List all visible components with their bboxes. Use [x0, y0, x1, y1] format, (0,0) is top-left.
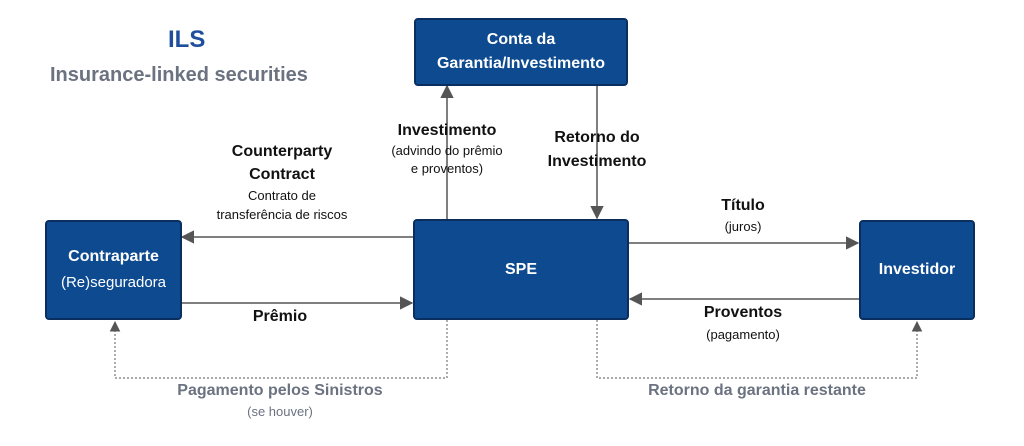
label-investimento-detail1: (advindo do prêmio: [391, 143, 503, 158]
node-investidor-label: Investidor: [878, 261, 956, 278]
label-titulo-title: Título: [721, 197, 765, 214]
arrow-retorno-garantia: [596, 320, 923, 379]
node-spe: SPE: [413, 219, 629, 320]
label-pagamento-detail: (se houver): [247, 404, 313, 419]
node-contraparte-line2: (Re)seguradora: [60, 274, 167, 291]
label-proventos-title: Proventos: [703, 304, 783, 321]
node-conta-line1: Conta da: [486, 31, 556, 48]
label-investimento-title: Investimento: [397, 122, 497, 139]
label-proventos-detail: (pagamento): [706, 327, 780, 342]
label-retorno-line2: Investimento: [547, 153, 647, 170]
node-conta-garantia: Conta da Garantia/Investimento: [414, 18, 628, 86]
node-contraparte-line1: Contraparte: [68, 248, 159, 265]
node-spe-label: SPE: [504, 260, 537, 278]
label-retorno-line1: Retorno do: [554, 129, 640, 146]
node-investidor: Investidor: [859, 220, 975, 320]
diagram-title: ILS: [168, 26, 206, 53]
label-counterparty-line2: Contract: [249, 166, 315, 183]
label-pagamento-title: Pagamento pelos Sinistros: [177, 382, 383, 399]
label-titulo: Título (juros): [688, 195, 798, 237]
label-premio: Prêmio: [252, 308, 308, 325]
node-contraparte: Contraparte (Re)seguradora: [45, 220, 182, 320]
node-conta-line2: Garantia/Investimento: [436, 55, 606, 72]
diagram-subtitle: Insurance-linked securities: [50, 64, 308, 86]
label-investimento-detail2: e proventos): [410, 161, 484, 176]
label-counterparty-detail2: transferência de riscos: [216, 207, 348, 222]
label-pagamento-sinistros: Pagamento pelos Sinistros (se houver): [150, 380, 410, 422]
label-counterparty-line1: Counterparty: [231, 143, 333, 160]
label-titulo-detail: (juros): [724, 219, 762, 234]
label-investimento: Investimento (advindo do prêmio e proven…: [372, 120, 522, 178]
label-counterparty-contract: Counterparty Contract Contrato de transf…: [196, 140, 368, 224]
label-proventos: Proventos (pagamento): [678, 302, 808, 346]
label-retorno-investimento: Retorno do Investimento: [530, 126, 664, 174]
label-retorno-garantia: Retorno da garantia restante: [648, 382, 866, 399]
label-counterparty-detail1: Contrato de: [248, 188, 316, 203]
arrow-pagamento-sinistros: [109, 320, 448, 379]
